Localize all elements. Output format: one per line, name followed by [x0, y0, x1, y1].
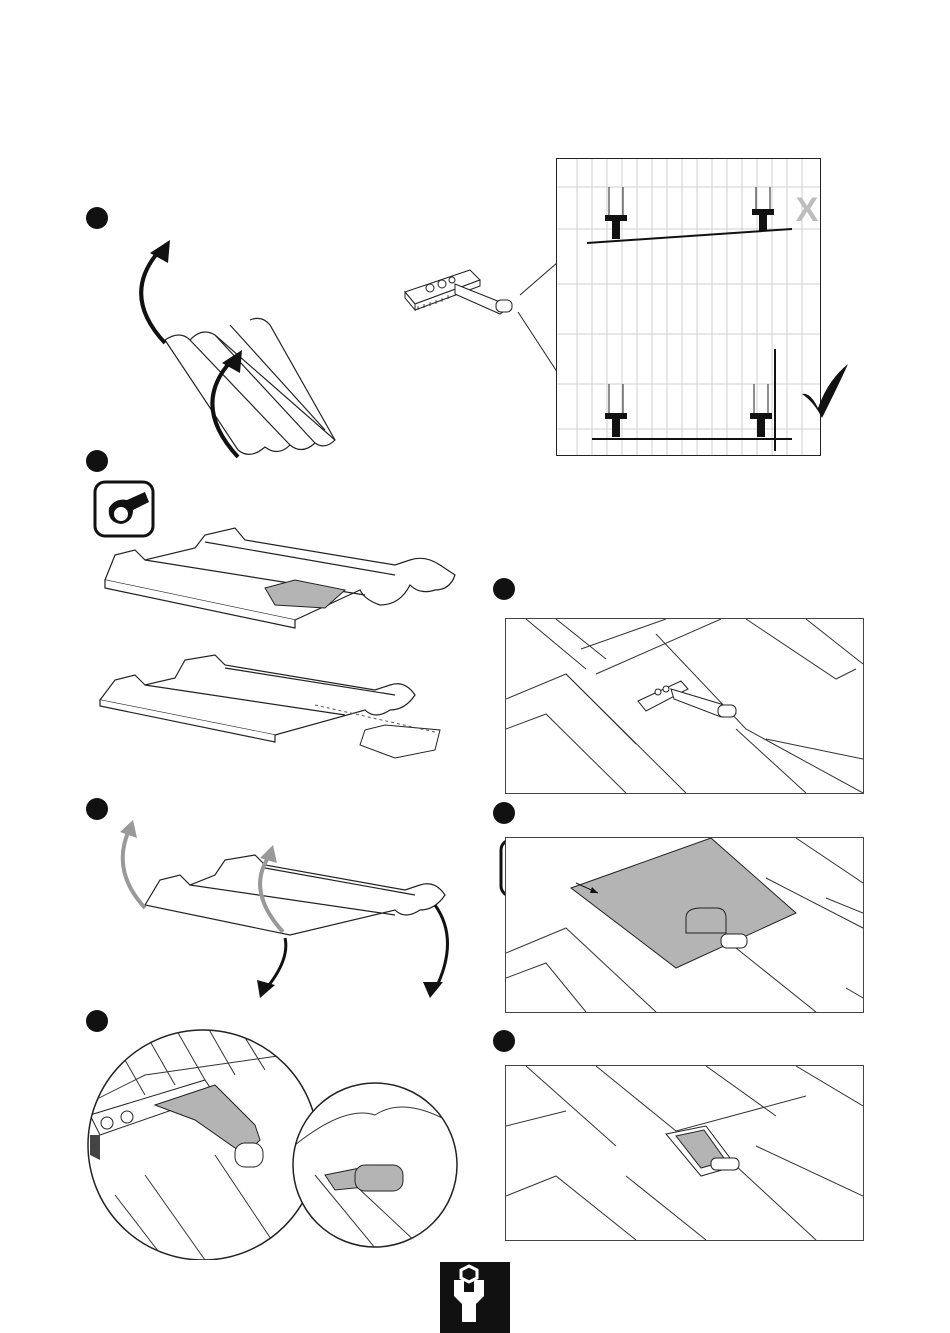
step-5-replace-tile-illustration	[105, 820, 465, 1000]
alignment-roof-grid: X	[557, 159, 820, 455]
step-4-panel	[505, 837, 864, 1013]
step-7-panel	[505, 1065, 864, 1241]
step-4-roof-illustration	[506, 838, 863, 1012]
step-1-lift-tile-illustration	[120, 235, 350, 460]
wrong-x-mark: X	[796, 191, 819, 229]
check-mark-icon	[800, 362, 852, 420]
wrench-nut-icon	[440, 1262, 510, 1333]
alignment-diagram: X	[556, 158, 821, 456]
step-3-panel	[505, 618, 864, 794]
step-7-marker	[493, 1030, 515, 1052]
step-4-marker	[493, 802, 515, 824]
step-1-marker	[86, 207, 108, 229]
step-7-roof-illustration	[506, 1066, 863, 1240]
step-5-marker	[86, 798, 108, 820]
step-3-marker	[493, 578, 515, 600]
step-3-roof-illustration	[506, 619, 863, 793]
step-2-cut-tile-illustration	[95, 520, 465, 760]
step-2-marker	[86, 450, 108, 472]
step-6-detail-illustration	[85, 995, 465, 1260]
